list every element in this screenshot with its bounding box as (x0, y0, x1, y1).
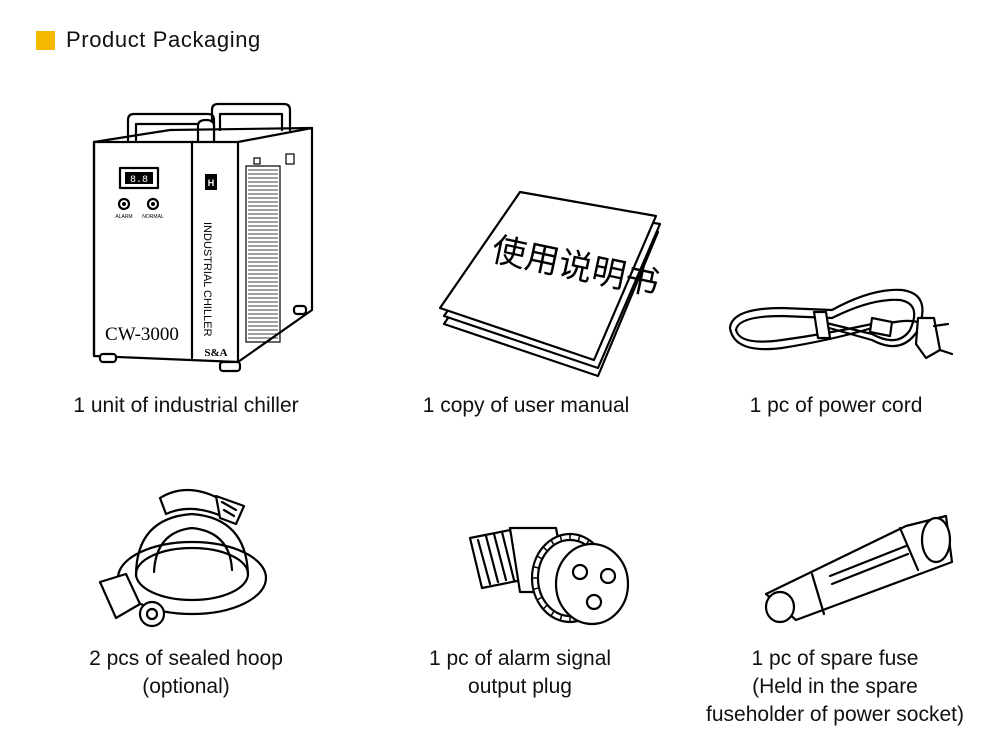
caption-line: (Held in the spare (752, 675, 918, 698)
caption-line: (optional) (142, 675, 230, 698)
square-bullet-icon (36, 30, 55, 50)
normal-label: NORMAL (142, 214, 164, 220)
caption-alarm-plug: 1 pc of alarm signal output plug (370, 645, 670, 701)
spare-fuse-image (764, 514, 954, 624)
alarm-label: ALARM (115, 214, 132, 220)
caption-line: 1 unit of industrial chiller (73, 394, 299, 417)
user-manual-image: 使用说明书 (438, 190, 663, 378)
industrial-chiller-image: 8.8 ALARM NORMAL CW-3000 H INDUSTRIAL CH… (92, 102, 314, 373)
sealed-hoop-image (98, 488, 268, 628)
caption-sealed-hoop: 2 pcs of sealed hoop (optional) (36, 645, 336, 701)
panel-mark: H (208, 178, 215, 188)
industrial-chiller-label: INDUSTRIAL CHILLER (201, 222, 213, 337)
brand-logo: S&A (204, 347, 227, 359)
caption-line: 2 pcs of sealed hoop (89, 647, 283, 670)
caption-line: output plug (468, 675, 572, 698)
section-header: Product Packaging (36, 26, 261, 54)
chiller-display-text: 8.8 (130, 175, 148, 186)
chiller-model-text: CW-3000 (105, 324, 179, 345)
caption-spare-fuse: 1 pc of spare fuse (Held in the spare fu… (680, 645, 990, 729)
caption-line: 1 pc of alarm signal (428, 647, 612, 670)
alarm-plug-image (468, 526, 630, 626)
caption-chiller: 1 unit of industrial chiller (36, 392, 336, 420)
section-title: Product Packaging (66, 27, 261, 52)
caption-line: fuseholder of power socket) (706, 703, 964, 726)
caption-power-cord: 1 pc of power cord (686, 392, 986, 420)
caption-line: 1 copy of user manual (422, 394, 630, 417)
caption-line: 1 pc of spare fuse (751, 647, 919, 670)
power-cord-image (728, 288, 954, 360)
caption-manual: 1 copy of user manual (376, 392, 676, 420)
caption-line: 1 pc of power cord (749, 394, 923, 417)
